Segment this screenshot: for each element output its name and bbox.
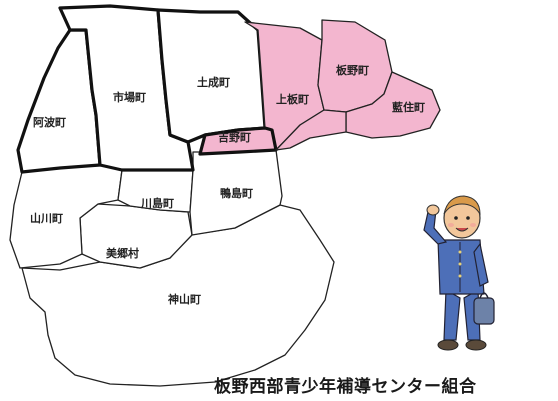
label-mikamo: 美郷村 [106,246,139,260]
label-kamiita: 上板町 [276,92,309,106]
label-kamojima: 鴨島町 [220,186,253,200]
label-ichiba: 市場町 [113,90,146,104]
label-anami: 阿波町 [33,115,66,129]
label-aizumi: 藍住町 [392,100,425,114]
region-yoshino[interactable] [198,126,278,156]
label-itano: 板野町 [336,63,369,77]
region-kamiita-lower [275,109,347,151]
label-yoshino: 吉野町 [218,130,251,144]
label-yamakawa: 山川町 [30,211,63,225]
region-aizumi[interactable] [345,71,441,139]
school-bag-icon [473,292,495,325]
organization-caption: 板野西部青少年補導センター組合 [214,377,477,397]
student-saluting-icon [423,195,495,351]
label-kamiyama: 神山町 [168,292,201,306]
label-donari: 土成町 [197,75,230,89]
label-kawashima: 川島町 [140,196,174,210]
